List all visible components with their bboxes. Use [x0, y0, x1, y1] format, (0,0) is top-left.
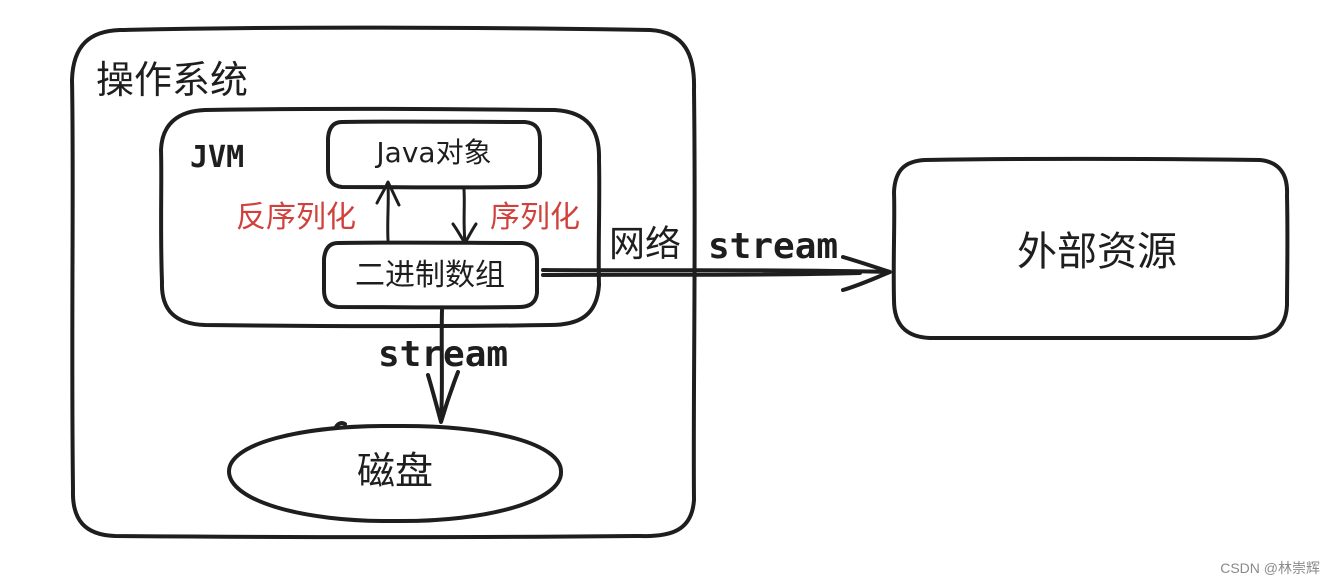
java-object-label: Java对象 [374, 136, 491, 169]
disk-border [226, 421, 564, 524]
external-resource-border [891, 156, 1290, 341]
external-resource-node: 外部资源 [891, 156, 1290, 341]
os-container: 操作系统 [70, 25, 697, 540]
binary-array-label: 二进制数组 [355, 258, 505, 293]
binary-array-border [322, 240, 539, 310]
network-stream-label: stream [708, 226, 838, 267]
os-label: 操作系统 [96, 58, 248, 102]
deserialize-arrow-shaft [386, 181, 390, 242]
jvm-container: JVM [159, 106, 602, 329]
external-resource-label: 外部资源 [1017, 229, 1177, 275]
network-arrow-shaft [541, 268, 890, 277]
disk-stream-arrow: stream [378, 308, 508, 424]
serialize-arrow-head [451, 222, 478, 245]
network-stream-arrow: 网络 stream [541, 224, 892, 292]
deserialize-arrow-head [375, 180, 401, 207]
jvm-label: JVM [190, 140, 244, 175]
os-border [70, 25, 697, 540]
disk-stream-label: stream [378, 334, 508, 375]
jvm-border [159, 106, 602, 329]
serialize-label: 序列化 [490, 200, 580, 235]
disk-node: 磁盘 [226, 421, 564, 524]
serialize-arrow-shaft [462, 188, 467, 244]
java-object-border [326, 119, 542, 190]
binary-array-node: 二进制数组 [322, 240, 539, 310]
deserialize-label: 反序列化 [236, 200, 356, 235]
disk-label: 磁盘 [357, 449, 433, 493]
disk-arrow-head [426, 370, 460, 424]
serialize-arrow: 序列化 [451, 188, 580, 245]
watermark-text: CSDN @林崇辉 [1220, 560, 1320, 576]
deserialize-arrow: 反序列化 [236, 180, 401, 242]
network-arrow-head [841, 255, 892, 292]
disk-arrow-shaft [439, 308, 444, 422]
java-object-node: Java对象 [326, 119, 542, 190]
network-label: 网络 [609, 224, 681, 265]
